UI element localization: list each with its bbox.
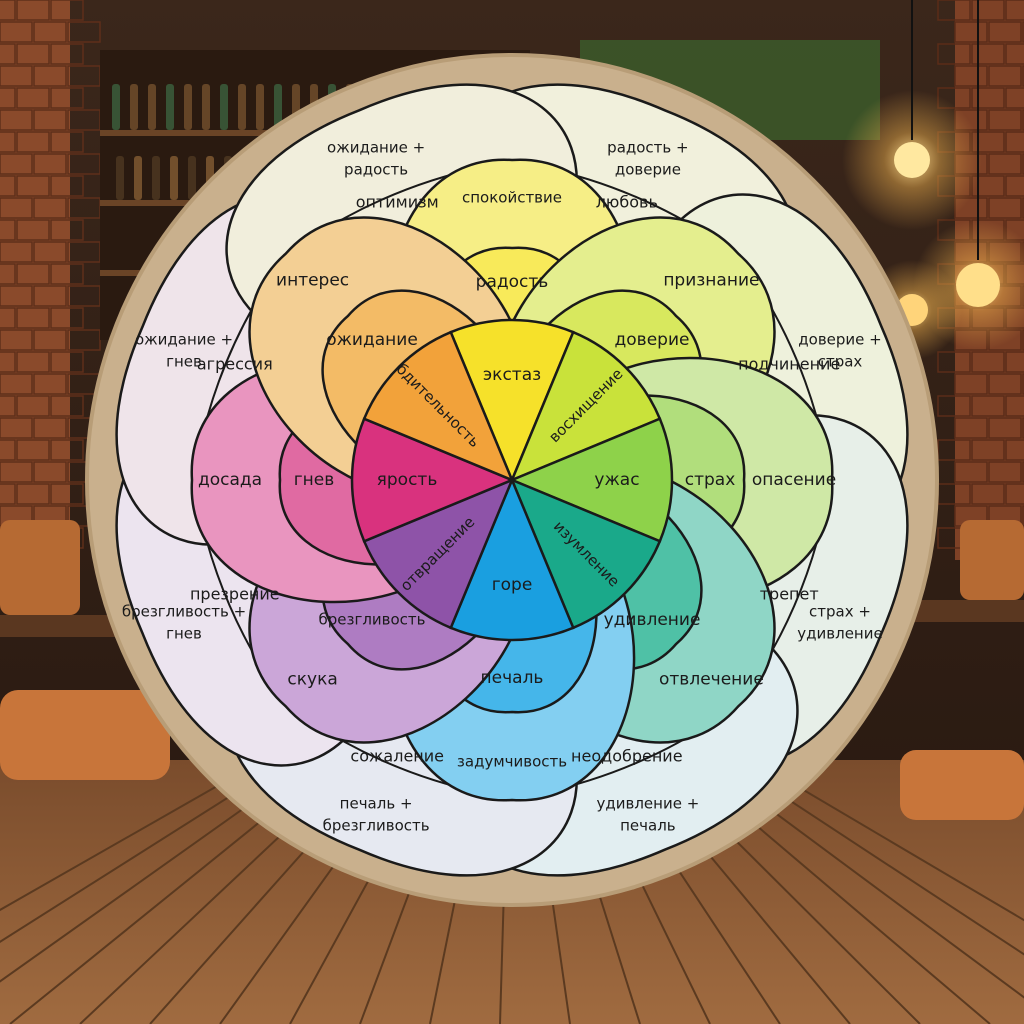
center-wedge — [350, 417, 516, 543]
table-right — [900, 600, 1024, 622]
dyad-result-label: трепет — [760, 584, 819, 603]
petal-middle-label: доверие — [615, 330, 690, 350]
dyad-result-label: оптимизм — [356, 192, 439, 211]
petal-outer-label: спокойствие — [462, 189, 562, 207]
center-wedge — [449, 318, 575, 484]
dyad-combo-line-1: радость + — [607, 139, 688, 157]
dyad-combo-line-2: страх — [818, 353, 863, 371]
dyad-combo-line-1: доверие + — [798, 331, 881, 349]
dyad-combo-line-1: страх + — [809, 602, 871, 620]
emotion-center — [350, 318, 674, 642]
center-wedge — [362, 477, 515, 630]
dyad-result-label: презрение — [190, 584, 280, 603]
dyad-result-label: неодобрение — [571, 747, 683, 766]
petal-inner-label: ужас — [594, 470, 639, 490]
petal-inner-label: горе — [492, 575, 533, 595]
dyad-result-label: любовь — [596, 192, 658, 211]
center-wedge — [509, 330, 662, 483]
petal-middle-label: страх — [685, 470, 736, 490]
dyad-combo-line-2: печаль — [620, 817, 676, 835]
dyad-combo-line-2: гнев — [166, 353, 202, 371]
dyad-combo-line-2: радость — [344, 161, 408, 179]
dyad-combo-line-2: доверие — [615, 161, 681, 179]
dyad-combo-line-1: ожидание + — [327, 139, 425, 157]
dyad-combo-line-1: удивление + — [597, 795, 700, 813]
brick-wall-left — [0, 0, 70, 540]
petal-outer-label: досада — [198, 470, 262, 490]
center-wedge — [508, 417, 674, 543]
petal-outer-label: интерес — [276, 271, 349, 291]
pendant-lamp-2 — [956, 263, 1000, 307]
dyad-combo-line-2: гнев — [166, 624, 202, 642]
dyad-result-label: агрессия — [197, 355, 273, 374]
petal-middle-label: гнев — [294, 470, 335, 490]
center-wedge — [449, 476, 575, 642]
petal-outer-label: отвлечение — [659, 669, 764, 689]
booth-left — [0, 520, 80, 615]
dyad-result-label: подчинение — [738, 355, 840, 374]
dyad-combo-line-1: ожидание + — [135, 331, 233, 349]
table-left — [0, 615, 140, 637]
dyad-combo-line-1: печаль + — [340, 795, 413, 813]
dyad-result-label: сожаление — [350, 747, 444, 766]
petal-inner-label: экстаз — [483, 365, 541, 385]
petal-middle-label: радость — [476, 272, 549, 292]
petal-middle-label: удивление — [604, 610, 701, 630]
dyad-combo-line-1: брезгливость + — [122, 602, 246, 620]
chair-right — [900, 750, 1024, 820]
chair-left — [0, 690, 170, 780]
center-wedge — [509, 477, 662, 630]
dyad-combo-line-2: брезгливость — [323, 817, 430, 835]
petal-outer-label: задумчивость — [457, 753, 567, 771]
petal-outer-label: опасение — [752, 470, 836, 490]
petal-inner-label: ярость — [377, 470, 438, 490]
petal-middle-label: брезгливость — [318, 611, 425, 629]
petal-outer-label: признание — [663, 271, 759, 291]
booth-right — [960, 520, 1024, 600]
pendant-lamp-1 — [894, 142, 930, 178]
petal-outer-label: скука — [287, 669, 337, 689]
dyad-combo-line-2: удивление — [797, 624, 882, 642]
petal-middle-label: печаль — [481, 668, 544, 688]
center-wedge — [362, 330, 515, 483]
petal-middle-label: ожидание — [326, 330, 418, 350]
